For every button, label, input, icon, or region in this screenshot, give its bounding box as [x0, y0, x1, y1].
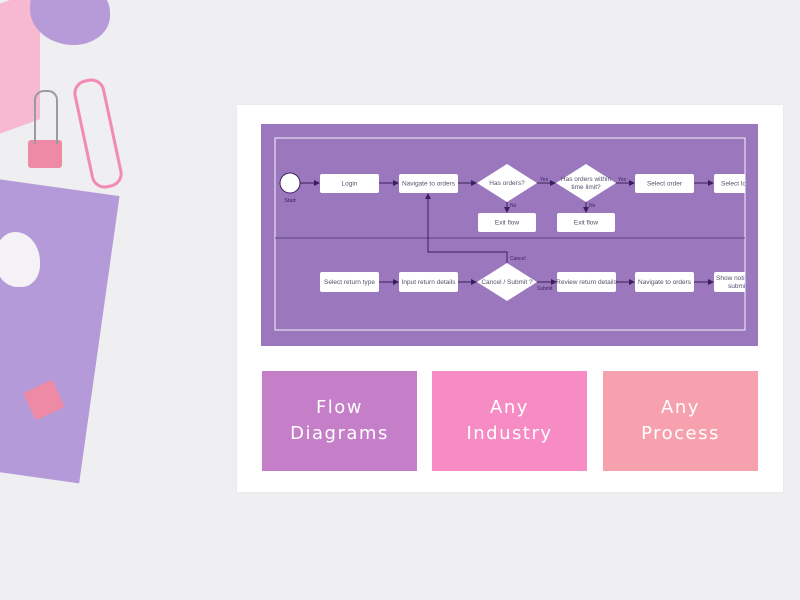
flowchart: Start Login Navigate to orders Has order…: [274, 137, 748, 331]
node-exit-flow-2: Exit flow: [557, 213, 615, 232]
swimlane-border: [274, 137, 746, 331]
start-node: [279, 172, 301, 194]
node-login: Login: [320, 174, 379, 193]
svg-text:Exit flow: Exit flow: [574, 220, 599, 227]
tile-label: Any Process: [641, 397, 720, 444]
svg-text:Has orders within: Has orders within: [561, 176, 612, 183]
svg-text:Select return type: Select return type: [324, 279, 375, 286]
node-select-order: Select order: [635, 174, 694, 193]
binder-clip-wire: [34, 90, 58, 144]
node-input-return-details: Input return details: [399, 272, 458, 292]
tile-any-process: Any Process: [603, 371, 758, 471]
svg-text:Select order: Select order: [647, 181, 683, 188]
svg-text:Cancel / Submit ?: Cancel / Submit ?: [481, 279, 533, 286]
node-review-return-details: Review return details: [556, 272, 618, 292]
crumpled-purple-paper: [30, 0, 110, 45]
tile-flow-diagrams: Flow Diagrams: [262, 371, 417, 471]
binder-clip: [28, 140, 62, 168]
decision-cancel-submit: Cancel / Submit ?: [477, 263, 537, 301]
tile-label: Flow Diagrams: [290, 397, 389, 444]
node-exit-flow-1: Exit flow: [478, 213, 536, 232]
svg-text:Navigate to orders: Navigate to orders: [402, 181, 456, 188]
svg-text:Show notifi: Show notifi: [716, 275, 748, 282]
svg-text:Navigate to orders: Navigate to orders: [638, 279, 692, 286]
flowchart-panel: Start Login Navigate to orders Has order…: [261, 124, 758, 346]
tile-label: Any Industry: [466, 397, 553, 444]
svg-text:Has orders?: Has orders?: [489, 180, 525, 187]
purple-paper-sheet: [0, 176, 120, 484]
start-label: Start: [284, 198, 296, 204]
node-navigate-to-orders: Navigate to orders: [399, 174, 458, 193]
node-select-return-type: Select return type: [320, 272, 379, 292]
decision-has-orders: Has orders?: [477, 164, 537, 202]
yes-label-1: Yes: [540, 177, 549, 183]
svg-text:Login: Login: [342, 181, 358, 188]
connectors: [300, 180, 714, 285]
no-label-2: No: [589, 203, 596, 209]
yes-label-2: Yes: [618, 177, 627, 183]
submit-label: Submit: [537, 286, 553, 292]
no-label-1: No: [510, 203, 517, 209]
svg-text:submi: submi: [728, 283, 745, 290]
paperclip: [70, 75, 126, 192]
tile-any-industry: Any Industry: [432, 371, 587, 471]
cancel-label: Cancel: [510, 256, 526, 262]
svg-text:Review return details: Review return details: [556, 279, 617, 286]
svg-text:Exit flow: Exit flow: [495, 220, 520, 227]
svg-text:Select lo: Select lo: [721, 181, 746, 188]
svg-text:Input return details: Input return details: [402, 279, 457, 286]
svg-text:time limit?: time limit?: [571, 184, 601, 191]
crumpled-white-paper: [0, 232, 40, 287]
node-select-clipped: Select lo: [714, 174, 746, 193]
node-navigate-to-orders-2: Navigate to orders: [635, 272, 694, 292]
